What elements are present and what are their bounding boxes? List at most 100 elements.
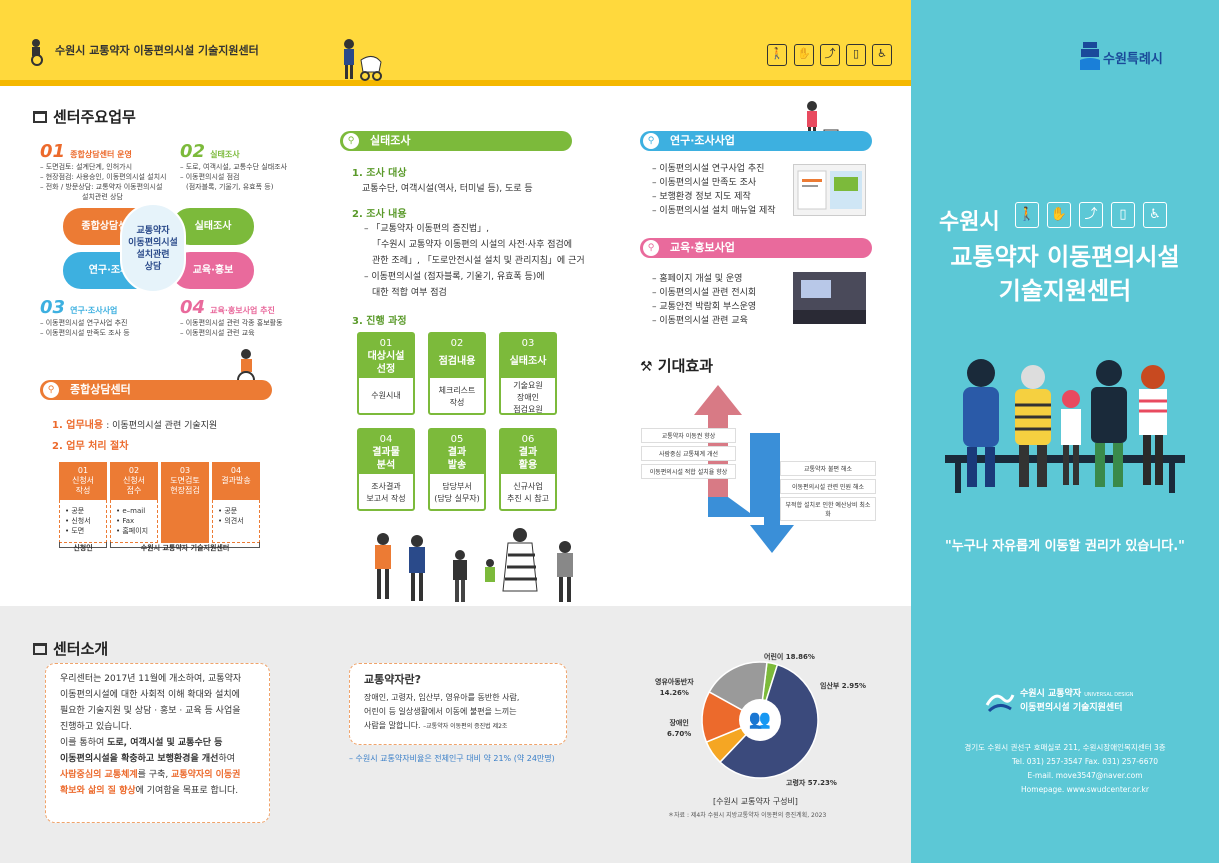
consult-s2: 2. 업무 처리 절차 [52,441,129,452]
block-line: – 이동편의시설 관련 각종 홍보활동 [180,319,283,327]
step-name: 도면검토 [170,476,200,485]
bubble-education: 교육·홍보 [172,252,254,289]
pie-label-disabled: 장애인 6.70% [667,719,692,738]
block-line: – 이동편의시설 점검 [180,173,240,181]
research-items: – 이동편의시설 연구사업 추진 – 이동편의시설 만족도 조사 – 보행환경 … [652,162,776,218]
section-title-main-work: 센터주요업무 [33,106,136,127]
step-body: 추진 시 참고 [507,494,549,503]
text-line: 관한 조례」, 「도로안전시설 설치 및 관리지침」에 근거 [372,256,585,266]
block-number: 01 [40,141,66,162]
effect-up-item: 이동편의시설 적합 설치율 향상 [641,464,736,479]
step-head: 03 [521,338,535,349]
block-line: – 도면검토: 설계단계, 인허가시 [40,163,133,171]
stroller-person-illustration [335,38,385,82]
block-title: 종합상담센터 운영 [70,150,132,159]
text-run: 도로, 여객시설 및 교통수단 등 [107,738,223,748]
step-body: 장애인 [516,393,540,402]
who-line: 사람을 말합니다. [364,721,421,730]
who-box: 교통약자란? 장애인, 고령자, 임산부, 영유아를 동반한 사람, 어린이 등… [349,663,567,745]
bubble-center-line: 상담 [144,262,162,272]
pill-survey: ⚲ 실태조사 [340,131,572,151]
email: E-mail. move3547@naver.com [1027,771,1143,780]
step-body: 담당부서 [442,482,472,491]
effect-up-item: 사람중심 교통체계 개선 [641,446,736,461]
block-number: 03 [40,297,66,318]
step-num: 02 [128,466,140,475]
text-line: 대한 적합 여부 점검 [372,288,447,298]
work-block-03: 03 연구·조사사업 – 이동편의시설 연구사업 추진 – 이동편의시설 만족도… [40,297,190,338]
survey-s3: 3. 진행 과정 [352,316,407,327]
step-item: • 공문 [218,507,238,515]
s1-title: 1. 업무내용 [52,420,104,431]
pie-label-infant: 영유아동반자 14.26% [655,678,694,697]
people-icon: 👥 [739,699,781,741]
wheelchair-icon: ♿ [872,44,892,66]
text-line: – 「교통약자 이동편의 증진법」, [364,224,490,234]
intro-title: 센터소개 [33,638,108,659]
intro-line: 필요한 기술지원 및 상담 · 홍보 · 교육 등 사업을 [60,706,241,716]
who-law: –교통약자 이동편의 증진법 제2조 [423,723,508,730]
step-name: 결과발송 [221,476,251,485]
step-head: 발송 [447,460,467,471]
walking-icon: 🚶 [767,44,787,66]
step-body: 점검요원 [513,405,543,414]
homepage: Homepage. www.swudcenter.or.kr [1021,785,1149,794]
pie-label-children: 어린이 18.86% [764,653,815,661]
pin-icon: ⚲ [643,133,659,149]
bubble-center-line: 이동편의시설 [128,238,178,248]
pill-label: 실태조사 [370,134,411,147]
step-item: • 홈페이지 [116,527,149,535]
document-icon [33,643,47,655]
step-head: 분석 [376,460,396,471]
step-body: (담당 실무자) [434,494,480,503]
elevator-icon: ▯ [1111,202,1135,228]
pin-icon: ⚲ [343,133,359,149]
step-head: 05 [450,434,464,445]
chart-title: [수원시 교통약자 구성비] [713,797,798,806]
effect-title: ⚒ 기대효과 [640,357,713,375]
step-body: 신규사업 [513,482,543,491]
step-head: 04 [379,434,393,445]
intro-line: 이동편의시설을 확충하고 보행환경을 개선하여 [60,751,269,767]
center-logo-text: 수원시 교통약자 UNIVERSAL DESIGN 이동편의시설 기술지원센터 [1020,688,1134,715]
s1-text: : 이동편의시설 관련 기술지원 [106,421,218,431]
who-title: 교통약자란? [364,673,421,686]
who-center: 수원시 교통약자 기술지원센터 [140,544,230,552]
effect-up-list: 교통약자 이동권 향상 사람중심 교통체계 개선 이동편의시설 적합 설치율 향… [641,428,736,479]
step-body: 작성 [449,398,465,407]
cover-title-line2: 교통약자 이동편의시설 [950,243,1180,271]
wheelchair-user-illustration [27,38,49,66]
work-block-02: 02 실태조사 – 도로, 여객시설, 교통수단 실태조사 – 이동편의시설 점… [180,141,300,192]
step-num: 03 [179,466,191,475]
list-item: – 이동편의시설 연구사업 추진 [652,164,765,174]
block-line: 설치관련 상담 [82,193,123,201]
pill-research: ⚲연구·조사사업 [640,131,872,151]
who-applicant: 신청인 [73,544,93,552]
hammer-icon: ⚒ [640,359,653,375]
list-item: – 이동편의시설 관련 교육 [652,316,748,326]
effect-down-item: 이동편의시설 관련 민원 해소 [780,479,876,494]
contact-info: 경기도 수원시 권선구 호매실로 211, 수원시장애인복지센터 3층 Tel.… [911,741,1219,797]
block-title: 실태조사 [210,150,240,159]
text-run: 교통약자의 이동권 [171,770,241,780]
pie-slice-영유아동반자 [701,690,762,744]
block-title: 연구·조사사업 [70,306,118,315]
survey-s1-text: 교통수단, 여객시설(역사, 터미널 등), 도로 등 [362,184,533,194]
block-line: (점자블록, 기울기, 유효폭 등) [186,183,274,191]
braille-icon: ✋ [794,44,814,66]
step-name: 신청서 [71,476,95,485]
survey-s2: 2. 조사 내용 [352,209,407,220]
effect-down-item: 부적합 설치로 인한 예산낭비 최소화 [780,497,876,521]
text-run: 사람중심의 교통체계 [60,770,138,780]
text-line: – 이동편의시설 (점자블록, 기울기, 유효폭 등)에 [364,272,545,282]
step-name: 작성 [75,486,91,495]
pie-label-elderly: 고령자 57.23% [786,779,837,787]
list-item: – 이동편의시설 관련 전시회 [652,288,757,298]
block-number: 02 [180,141,206,162]
intro-line: 이를 통하여 도로, 여객시설 및 교통수단 등 [60,735,269,751]
